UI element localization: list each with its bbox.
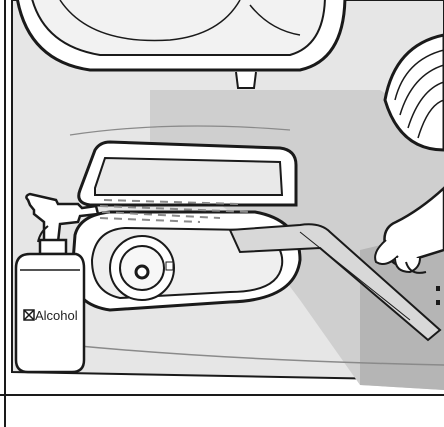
bottle-label: Alcohol — [35, 308, 78, 323]
sensor-window — [95, 158, 282, 195]
bottle-neck — [40, 240, 66, 254]
panel-mark-2 — [436, 300, 440, 305]
fog-lamp-bulb — [136, 266, 148, 278]
crossed-box-icon — [24, 310, 34, 320]
fog-lamp-indicator — [166, 262, 173, 270]
upper-lamp-inner — [30, 0, 325, 55]
panel-mark-1 — [436, 286, 440, 291]
lamp-mount-tab — [236, 72, 256, 88]
